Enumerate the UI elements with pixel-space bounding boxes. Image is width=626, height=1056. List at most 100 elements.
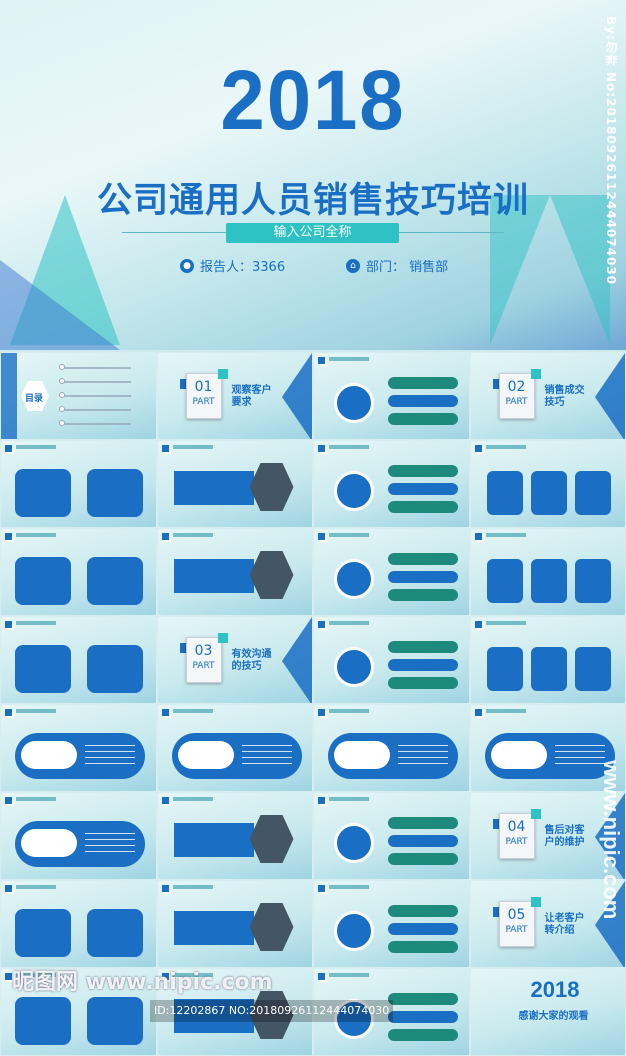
slide-thumbnail[interactable] xyxy=(313,616,470,704)
content-block xyxy=(174,559,254,593)
circle-graphic xyxy=(334,647,374,687)
slide-thumbnail[interactable] xyxy=(313,440,470,528)
content-card xyxy=(575,471,611,515)
slide-thumbnail[interactable] xyxy=(0,440,157,528)
arrow-shape xyxy=(282,353,312,440)
text-line xyxy=(85,833,135,834)
slide-thumbnail[interactable] xyxy=(313,528,470,616)
list-bar xyxy=(388,395,458,407)
header-icon xyxy=(5,533,12,540)
content-card xyxy=(531,471,567,515)
header-title-bar xyxy=(486,533,526,537)
header-icon xyxy=(162,797,169,804)
reporter-label: 报告人：3366 xyxy=(200,256,285,275)
hexagon-image xyxy=(250,463,294,511)
white-pill xyxy=(21,741,77,769)
toc-item-line xyxy=(61,367,131,369)
content-block xyxy=(15,557,71,605)
text-line xyxy=(398,745,448,746)
header-title-bar xyxy=(16,621,56,625)
teal-square xyxy=(531,897,541,907)
header-title-bar xyxy=(486,621,526,625)
content-card xyxy=(487,647,523,691)
header-icon xyxy=(5,621,12,628)
toc-label: 目录 xyxy=(25,391,43,404)
text-line xyxy=(242,757,292,758)
list-bar xyxy=(388,501,458,513)
department-info: ⌂ 部门： 销售部 xyxy=(346,256,448,275)
header-icon xyxy=(475,621,482,628)
slide-thumbnail[interactable] xyxy=(157,440,314,528)
content-block xyxy=(87,645,143,693)
list-bar xyxy=(388,465,458,477)
blue-side-shape xyxy=(1,353,17,440)
toc-item-line xyxy=(61,395,131,397)
slide-thumbnail[interactable] xyxy=(0,616,157,704)
slide-thumbnail[interactable] xyxy=(470,440,626,528)
list-bar xyxy=(388,941,458,953)
header-icon xyxy=(318,357,325,364)
slide-thumbnail[interactable] xyxy=(157,704,314,792)
slide-thumbnail[interactable] xyxy=(313,352,470,440)
content-card xyxy=(575,559,611,603)
header-title-bar xyxy=(329,533,369,537)
circle-graphic xyxy=(334,471,374,511)
slide-thumbnail[interactable] xyxy=(157,792,314,880)
slide-thumbnail[interactable] xyxy=(157,880,314,968)
slide-thumbnail[interactable] xyxy=(470,616,626,704)
cover-title: 公司通用人员销售技巧培训 xyxy=(0,172,626,223)
header-title-bar xyxy=(329,709,369,713)
arrow-shape xyxy=(595,353,625,440)
watermark-id: ID:12202867 NO:20180926112444074030 xyxy=(150,1000,393,1022)
cover-year: 2018 xyxy=(16,52,611,149)
list-bar xyxy=(388,589,458,601)
slide-thumbnail[interactable] xyxy=(0,880,157,968)
text-line xyxy=(555,745,605,746)
header-title-bar xyxy=(173,885,213,889)
header-title-bar xyxy=(329,445,369,449)
slide-thumbnail[interactable] xyxy=(0,528,157,616)
header-title-bar xyxy=(329,797,369,801)
list-bar xyxy=(388,677,458,689)
slide-thumbnail[interactable] xyxy=(313,880,470,968)
text-line xyxy=(555,751,605,752)
slide-thumbnail[interactable] xyxy=(470,528,626,616)
slide-thumbnail[interactable] xyxy=(313,704,470,792)
slide-thumbnail[interactable] xyxy=(0,792,157,880)
header-icon xyxy=(475,709,482,716)
list-bar xyxy=(388,659,458,671)
toc-item-line xyxy=(61,381,131,383)
part-label: PART xyxy=(499,837,535,847)
header-icon xyxy=(162,533,169,540)
content-card xyxy=(487,559,523,603)
slide-thumbnail[interactable]: 目录 xyxy=(0,352,157,440)
end-text: 感谢大家的观看 xyxy=(519,1007,589,1022)
toc-item-bullet xyxy=(59,364,65,370)
header-icon xyxy=(5,973,12,980)
toc-item-bullet xyxy=(59,392,65,398)
text-line xyxy=(398,757,448,758)
header-icon xyxy=(318,533,325,540)
white-pill xyxy=(491,741,547,769)
slide-thumbnail[interactable] xyxy=(0,704,157,792)
slide-thumbnail[interactable] xyxy=(313,792,470,880)
text-line xyxy=(85,745,135,746)
slide-thumbnail[interactable] xyxy=(157,528,314,616)
header-icon xyxy=(318,621,325,628)
cover-slide: 2018 公司通用人员销售技巧培训 输入公司全称 ● 报告人：3366 ⌂ 部门… xyxy=(0,0,626,350)
text-line xyxy=(242,763,292,764)
content-block xyxy=(87,997,143,1045)
header-icon xyxy=(5,885,12,892)
watermark-logo: 昵图网 www.nipic.com xyxy=(12,970,273,996)
text-line xyxy=(398,763,448,764)
header-title-bar xyxy=(173,445,213,449)
header-title-bar xyxy=(329,885,369,889)
part-number: 02 xyxy=(499,379,535,395)
white-pill xyxy=(334,741,390,769)
content-card xyxy=(531,559,567,603)
